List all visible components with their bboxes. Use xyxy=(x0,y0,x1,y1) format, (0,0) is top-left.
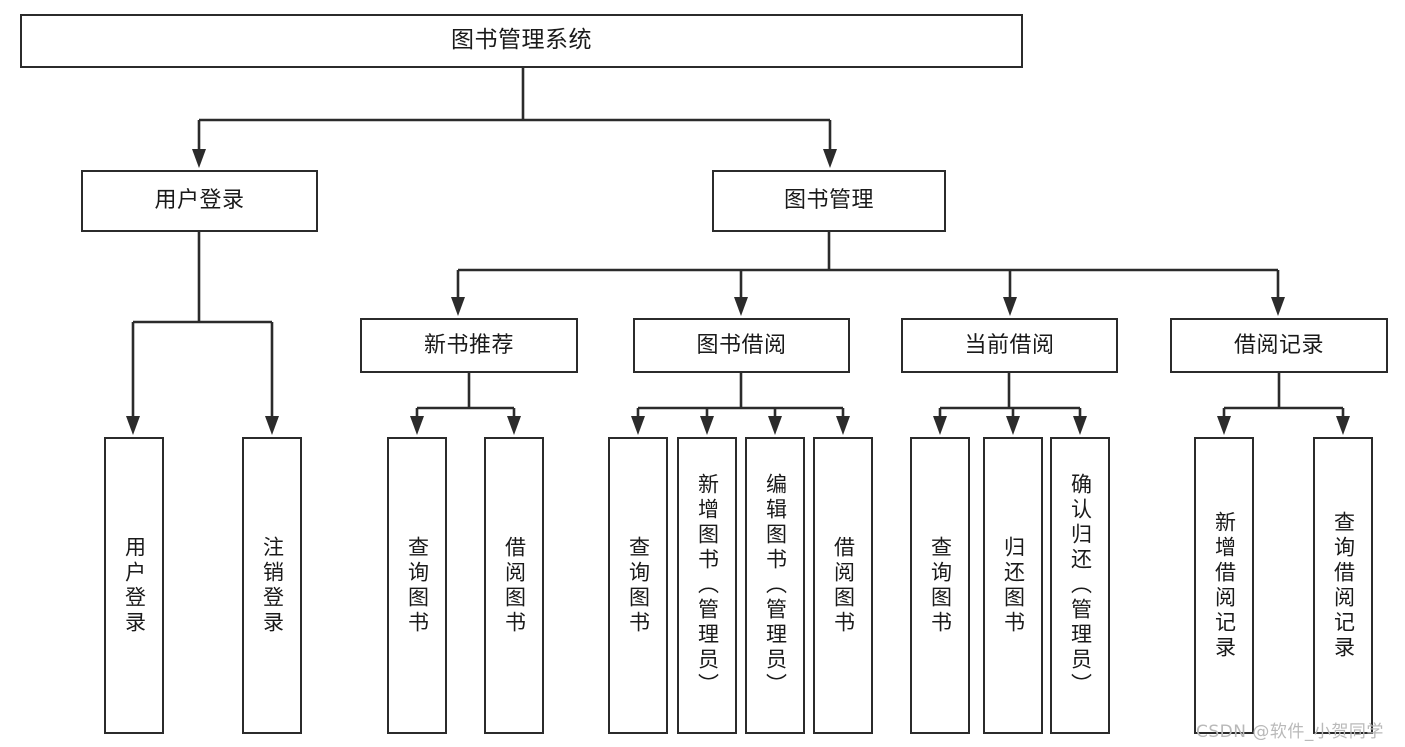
node-label: 查询图书 xyxy=(928,535,953,636)
node-leaf-edit-book[interactable]: 编辑图书（管理员） xyxy=(745,437,805,734)
arrowhead-icon xyxy=(410,416,424,435)
node-label: 查询图书 xyxy=(405,535,430,636)
node-label: 确认归还（管理员） xyxy=(1068,473,1093,698)
arrowhead-icon xyxy=(1006,416,1020,435)
node-label: 用户登录 xyxy=(154,188,245,214)
node-leaf-query-book-1[interactable]: 查询图书 xyxy=(387,437,447,734)
node-label: 图书借阅 xyxy=(696,332,787,358)
node-user-login[interactable]: 用户登录 xyxy=(81,170,318,232)
arrowhead-icon xyxy=(1217,416,1231,435)
node-leaf-user-logout[interactable]: 注销登录 xyxy=(242,437,302,734)
arrowhead-icon xyxy=(451,297,465,316)
arrowhead-icon xyxy=(734,297,748,316)
node-root-system[interactable]: 图书管理系统 xyxy=(20,14,1023,68)
node-book-management[interactable]: 图书管理 xyxy=(712,170,946,232)
node-borrow-record[interactable]: 借阅记录 xyxy=(1170,318,1388,373)
arrowhead-icon xyxy=(126,416,140,435)
arrowhead-icon xyxy=(1073,416,1087,435)
node-leaf-user-login[interactable]: 用户登录 xyxy=(104,437,164,734)
node-label: 查询图书 xyxy=(626,535,651,636)
node-label: 借阅图书 xyxy=(502,535,527,636)
node-leaf-borrow-book-2[interactable]: 借阅图书 xyxy=(813,437,873,734)
arrowhead-icon xyxy=(823,149,837,168)
node-label: 图书管理系统 xyxy=(451,27,592,54)
node-label: 新增图书（管理员） xyxy=(695,473,720,698)
node-label: 借阅记录 xyxy=(1233,332,1324,358)
node-label: 查询借阅记录 xyxy=(1331,510,1356,661)
watermark: CSDN @软件_小贺同学 xyxy=(1196,722,1384,742)
arrowhead-icon xyxy=(1003,297,1017,316)
arrowhead-icon xyxy=(265,416,279,435)
node-label: 用户登录 xyxy=(122,535,147,636)
node-label: 当前借阅 xyxy=(964,332,1055,358)
node-label: 编辑图书（管理员） xyxy=(763,473,788,698)
arrowhead-icon xyxy=(507,416,521,435)
node-leaf-add-book[interactable]: 新增图书（管理员） xyxy=(677,437,737,734)
arrowhead-icon xyxy=(1271,297,1285,316)
arrowhead-icon xyxy=(192,149,206,168)
node-leaf-query-book-3[interactable]: 查询图书 xyxy=(910,437,970,734)
node-leaf-confirm-return[interactable]: 确认归还（管理员） xyxy=(1050,437,1110,734)
node-leaf-query-book-2[interactable]: 查询图书 xyxy=(608,437,668,734)
node-current-borrow[interactable]: 当前借阅 xyxy=(901,318,1118,373)
arrowhead-icon xyxy=(631,416,645,435)
node-label: 借阅图书 xyxy=(831,535,856,636)
arrowhead-icon xyxy=(836,416,850,435)
arrowhead-icon xyxy=(768,416,782,435)
node-leaf-add-record[interactable]: 新增借阅记录 xyxy=(1194,437,1254,734)
node-label: 注销登录 xyxy=(260,535,285,636)
node-label: 新增借阅记录 xyxy=(1212,510,1237,661)
node-label: 新书推荐 xyxy=(423,332,514,358)
node-label: 归还图书 xyxy=(1001,535,1026,636)
node-leaf-borrow-book-1[interactable]: 借阅图书 xyxy=(484,437,544,734)
arrowhead-icon xyxy=(700,416,714,435)
node-label: 图书管理 xyxy=(783,188,874,214)
node-leaf-query-record[interactable]: 查询借阅记录 xyxy=(1313,437,1373,734)
arrowhead-icon xyxy=(1336,416,1350,435)
arrowhead-icon xyxy=(933,416,947,435)
node-book-borrow[interactable]: 图书借阅 xyxy=(633,318,850,373)
node-new-book-recommend[interactable]: 新书推荐 xyxy=(360,318,578,373)
node-leaf-return-book[interactable]: 归还图书 xyxy=(983,437,1043,734)
